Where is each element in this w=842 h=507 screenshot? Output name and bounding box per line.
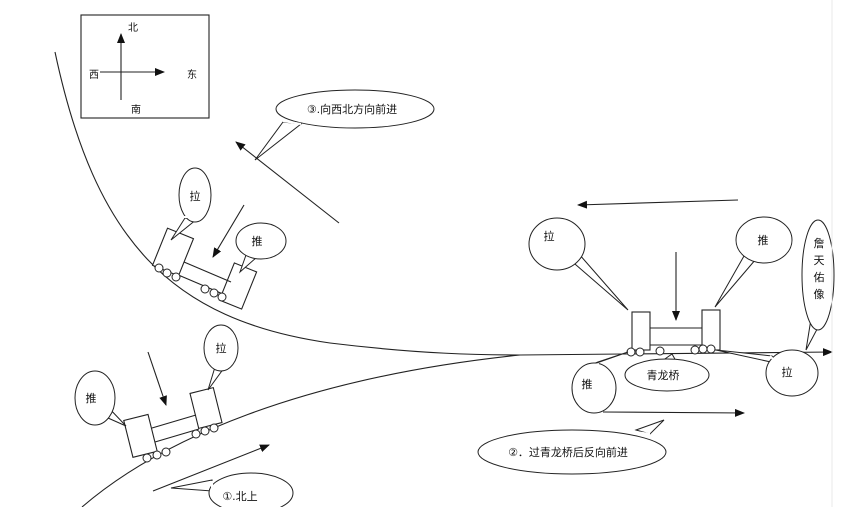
push-label: 推 bbox=[86, 391, 97, 405]
push-label: 推 bbox=[252, 234, 263, 248]
wheel bbox=[635, 347, 645, 357]
locomotive bbox=[631, 311, 651, 351]
compass-frame bbox=[80, 14, 210, 119]
compass-north: 北 bbox=[128, 22, 138, 34]
statue-char: 佑 bbox=[814, 270, 825, 284]
pull-bubble-right-bottom: 拉 bbox=[715, 349, 819, 397]
statue-char: 天 bbox=[814, 254, 825, 267]
statue-bubble: 詹 天 佑 像 bbox=[801, 219, 835, 351]
wheel bbox=[161, 447, 171, 457]
compass-east: 东 bbox=[187, 68, 197, 81]
statue-char: 詹 bbox=[814, 236, 825, 250]
train-upper bbox=[151, 227, 258, 310]
wheel bbox=[162, 268, 172, 278]
wheel bbox=[690, 345, 700, 355]
train-lower bbox=[123, 386, 223, 463]
push-bubble-upper: 推 bbox=[235, 222, 287, 274]
compass-west: 西 bbox=[89, 70, 99, 81]
pull-label: 拉 bbox=[190, 189, 201, 203]
bridge-label: 青龙桥 bbox=[647, 369, 680, 382]
wheel bbox=[655, 346, 665, 356]
bridge-bubble: 青龙桥 bbox=[624, 353, 710, 392]
wheel bbox=[706, 344, 716, 354]
step3-label: ③.向西北方向前进 bbox=[307, 102, 397, 116]
statue-char: 像 bbox=[814, 288, 825, 301]
locomotive bbox=[218, 262, 258, 310]
wheel bbox=[626, 347, 636, 357]
lower-track bbox=[81, 354, 521, 507]
locomotive bbox=[123, 413, 158, 459]
north-direction-arrow bbox=[152, 444, 270, 492]
pull-label: 拉 bbox=[216, 341, 227, 355]
push-bubble-right-bottom: 推 bbox=[571, 351, 629, 414]
step3-bubble: ③.向西北方向前进 bbox=[254, 89, 435, 161]
push-label: 推 bbox=[758, 233, 769, 247]
wheel bbox=[171, 272, 181, 282]
pull-label: 拉 bbox=[544, 229, 555, 243]
wheel bbox=[217, 292, 227, 302]
compass: 北 南 西 东 bbox=[80, 14, 210, 119]
push-bubble-right: 推 bbox=[714, 216, 793, 308]
compass-south: 南 bbox=[131, 103, 141, 116]
pull-bubble-upper: 拉 bbox=[170, 167, 212, 241]
east-direction-arrow bbox=[602, 408, 745, 417]
pull-bubble-right-left: 拉 bbox=[528, 217, 629, 311]
wheel bbox=[142, 453, 152, 463]
west-direction-arrow bbox=[577, 199, 739, 209]
wheel bbox=[209, 288, 219, 298]
coupling bbox=[151, 414, 197, 429]
wheel bbox=[698, 344, 708, 354]
wheel bbox=[200, 284, 210, 294]
wheel bbox=[154, 263, 164, 273]
northwest-direction-arrow bbox=[235, 141, 340, 224]
wheel bbox=[200, 426, 210, 436]
coupling bbox=[183, 261, 232, 283]
upper-track bbox=[54, 51, 521, 356]
step1-label: ①.北上 bbox=[222, 490, 257, 503]
push-arrow-lower bbox=[147, 351, 167, 406]
locomotive bbox=[189, 386, 223, 430]
pull-label: 拉 bbox=[782, 365, 793, 379]
push-arrow-upper bbox=[212, 204, 245, 258]
step2-bubble: ②．过青龙桥后反向前进 bbox=[477, 419, 667, 475]
locomotive bbox=[701, 309, 721, 351]
wheel bbox=[209, 423, 219, 433]
wheel bbox=[152, 450, 162, 460]
step1-bubble: ①.北上 bbox=[170, 472, 294, 507]
push-bubble-lower: 推 bbox=[74, 370, 127, 427]
push-label: 推 bbox=[582, 377, 593, 391]
coupling bbox=[154, 428, 200, 443]
train-right bbox=[626, 309, 721, 357]
pull-bubble-middle: 拉 bbox=[203, 324, 239, 391]
wheel bbox=[191, 429, 201, 439]
step2-label: ②．过青龙桥后反向前进 bbox=[508, 445, 628, 459]
